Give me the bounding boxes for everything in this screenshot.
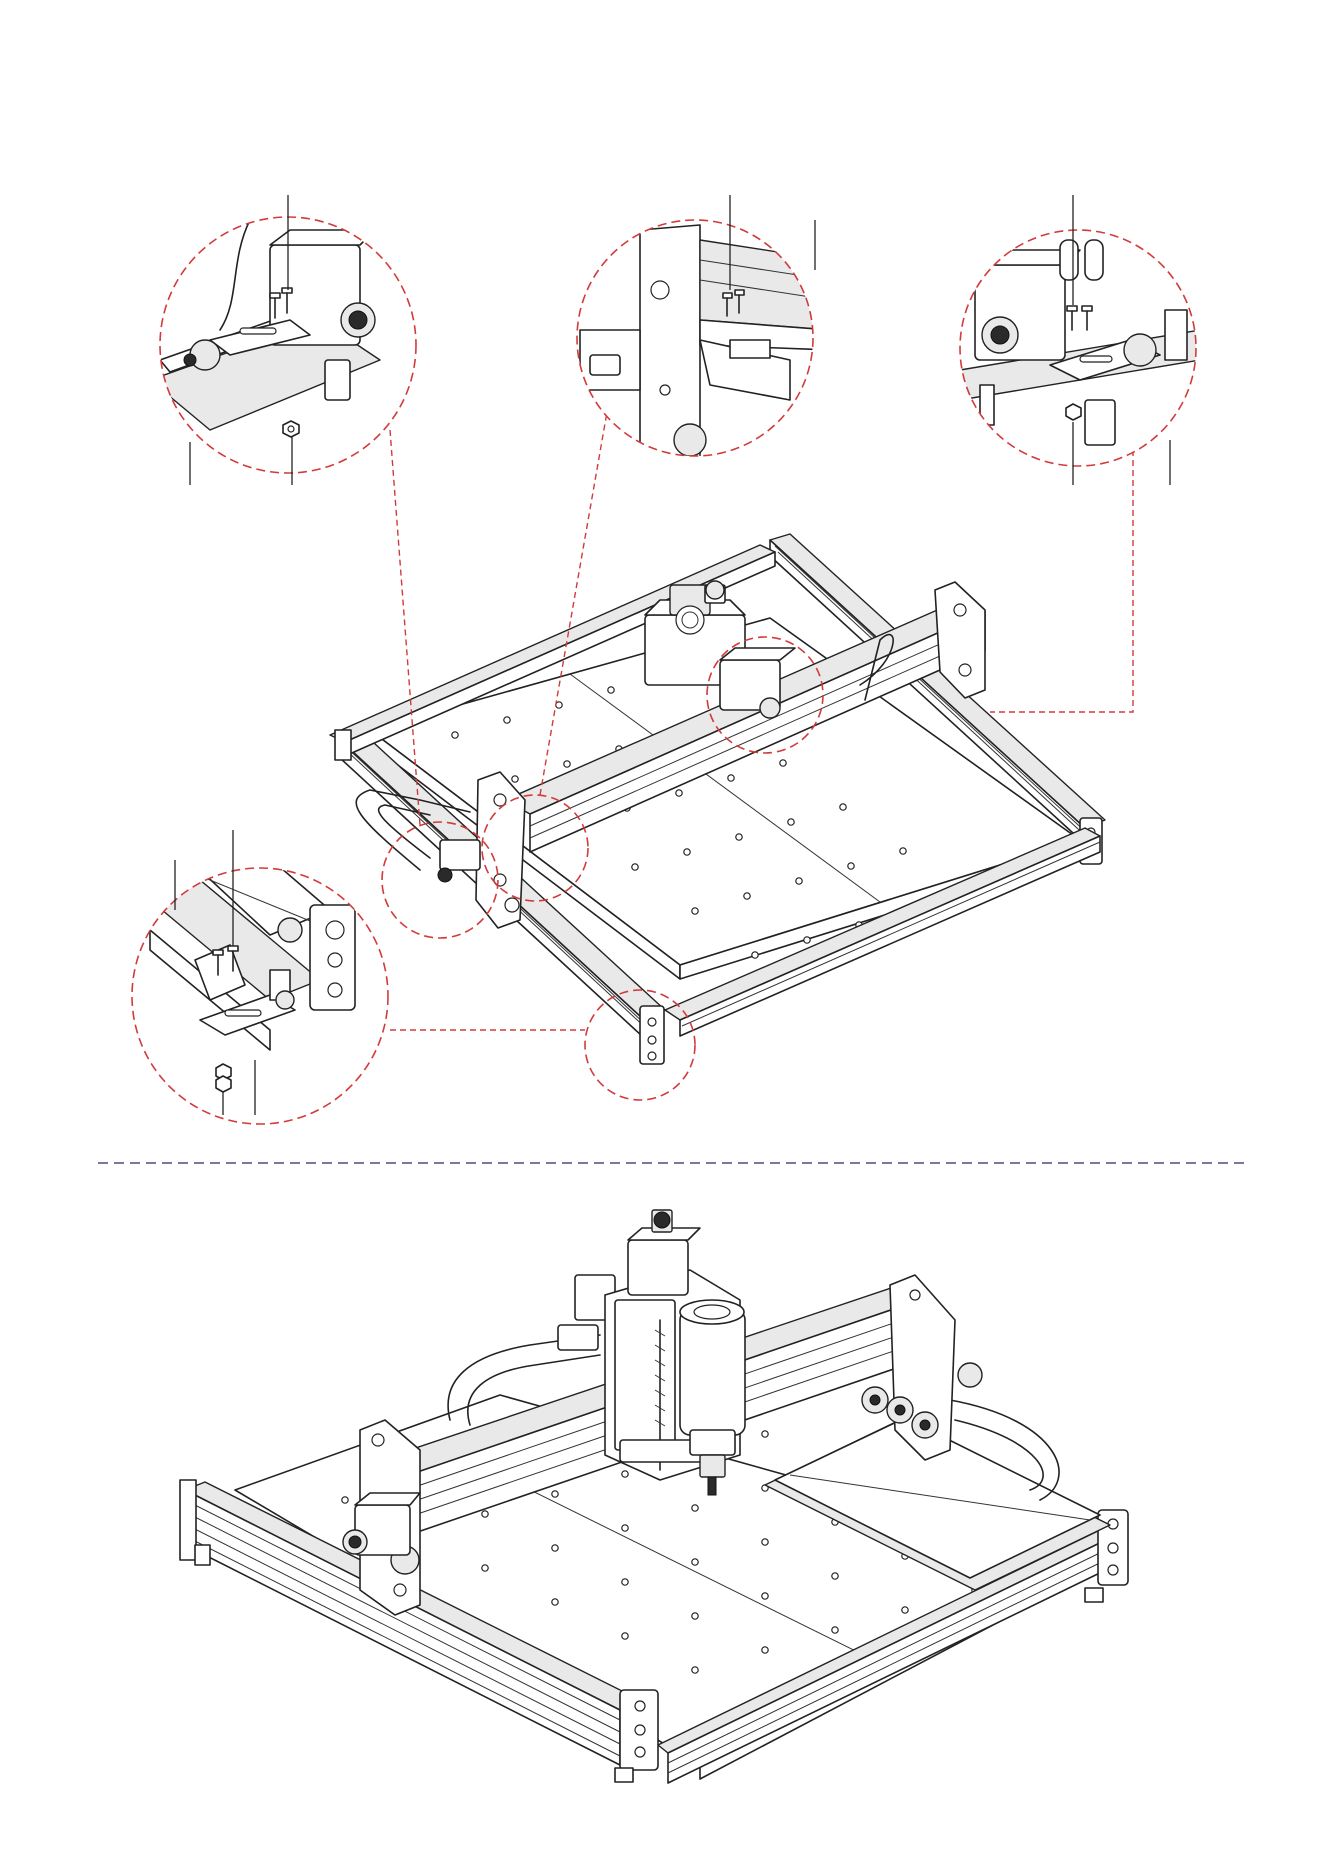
- bed-hole: [832, 1627, 838, 1633]
- bed-hole: [848, 863, 854, 869]
- bed-hole: [692, 1559, 698, 1565]
- completed-machine-view: [180, 1210, 1128, 1783]
- bed-hole: [736, 834, 742, 840]
- bed-hole: [762, 1647, 768, 1653]
- bed-hole: [692, 1667, 698, 1673]
- bed-hole: [728, 775, 734, 781]
- nut-icon: [216, 1064, 231, 1092]
- bed-hole: [780, 760, 786, 766]
- bed-hole: [504, 717, 510, 723]
- rear-foot-upper: [335, 730, 351, 760]
- bed-hole: [552, 1545, 558, 1551]
- detail-top-center: [577, 195, 830, 470]
- bed-hole: [840, 804, 846, 810]
- bed-hole: [900, 848, 906, 854]
- bed-hole: [832, 1573, 838, 1579]
- detail-top-left: [150, 195, 416, 485]
- foot-front-left-lower: [615, 1768, 633, 1782]
- bed-hole: [342, 1497, 348, 1503]
- bed-hole: [762, 1431, 768, 1437]
- bed-hole: [622, 1579, 628, 1585]
- detail-bottom-left: [132, 830, 388, 1124]
- nut-icon: [1066, 404, 1081, 420]
- bed-hole: [744, 893, 750, 899]
- bed-hole: [452, 732, 458, 738]
- spindle-carriage-lower: [605, 1210, 745, 1495]
- bed-hole: [564, 761, 570, 767]
- bed-hole: [482, 1511, 488, 1517]
- foot-front-right-lower: [1085, 1588, 1103, 1602]
- bed-hole: [762, 1539, 768, 1545]
- bed-hole: [804, 937, 810, 943]
- bed-hole: [796, 878, 802, 884]
- nut-icon: [283, 421, 299, 437]
- detail-top-right: [960, 195, 1200, 485]
- bed-hole: [632, 864, 638, 870]
- bed-hole: [512, 776, 518, 782]
- bed-hole: [902, 1607, 908, 1613]
- gantry-plate-left-upper: [476, 772, 525, 928]
- bed-hole: [692, 1613, 698, 1619]
- bed-hole: [622, 1525, 628, 1531]
- bed-hole: [608, 687, 614, 693]
- bed-hole: [676, 790, 682, 796]
- bed-hole: [752, 952, 758, 958]
- bed-hole: [788, 819, 794, 825]
- bed-hole: [692, 908, 698, 914]
- bed-hole: [552, 1599, 558, 1605]
- bed-hole: [482, 1565, 488, 1571]
- bed-hole: [552, 1491, 558, 1497]
- bed-hole: [622, 1633, 628, 1639]
- bed-hole: [692, 1505, 698, 1511]
- upper-assembly-view: [330, 534, 1105, 1100]
- bed-hole: [762, 1593, 768, 1599]
- bed-hole: [622, 1471, 628, 1477]
- bed-hole: [684, 849, 690, 855]
